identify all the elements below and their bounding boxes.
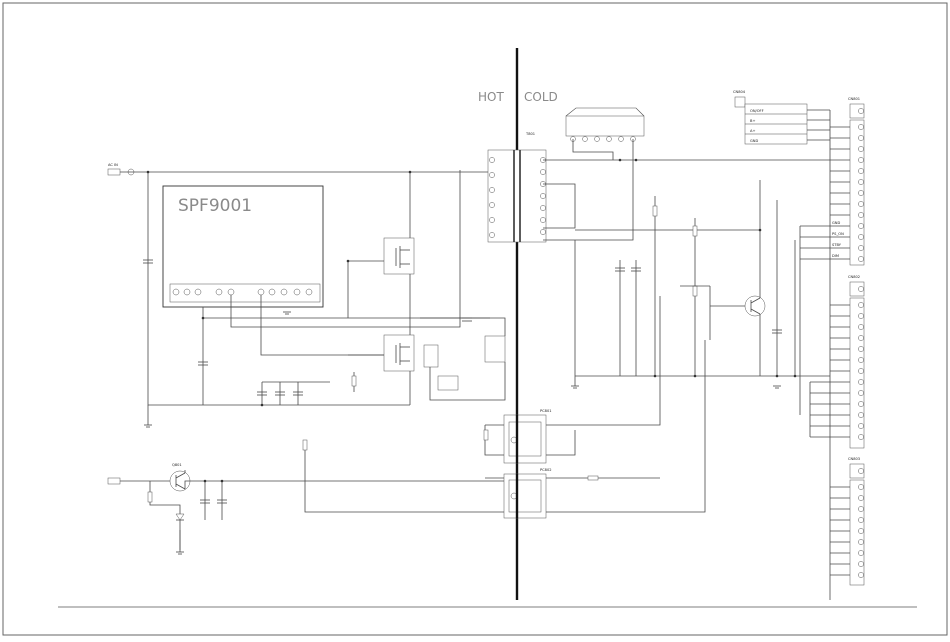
wire-hb-mid [230,170,461,328]
wire-q801-out [184,480,504,489]
input-vcc [107,477,121,485]
svg-text:PC801: PC801 [540,409,552,413]
svg-text:Q801: Q801 [172,463,182,467]
svg-text:CN803: CN803 [848,457,860,461]
secondary-header [565,107,645,142]
ground-symbols [144,311,781,555]
junction-dots [146,158,797,483]
wire-res-loop [429,362,506,401]
optocoupler-pc802: PC802 [503,468,552,519]
transformer-main: T801 [487,132,547,243]
svg-text:B+: B+ [750,119,755,123]
wire-pc2-fb [546,340,706,513]
connector-cn804: CN804 ON/OFF B+ A+ GND [733,90,808,145]
ic-pin-strip [169,283,321,303]
resistor-gate [351,375,357,387]
wire-hdr-a [572,139,614,160]
cap-bank-hot [257,382,303,405]
net-stby: STBY [832,243,842,247]
connector-stubs [800,110,850,600]
svg-text:A+: A+ [750,129,755,133]
net-dim: DIM [832,254,839,258]
svg-text:CN802: CN802 [848,275,860,279]
svg-text:CN804: CN804 [733,90,746,94]
net-gnd2: GND [832,221,840,225]
mosfet-upper [383,237,415,275]
net-ps-on: PS_ON [832,232,844,236]
ic-spf9001-label: SPF9001 [178,196,252,216]
svg-text:GND: GND [750,139,758,143]
svg-text:ON/OFF: ON/OFF [750,109,764,113]
wire-sec-rail-2 [575,180,761,231]
wire-res-top [420,317,506,336]
ic-pins [172,288,313,296]
ac-input: AC IN [107,163,135,176]
svg-text:CN801: CN801 [848,97,860,101]
wire-q801-bias [149,481,181,550]
cold-label: COLD [524,90,558,104]
svg-text:AC IN: AC IN [108,163,118,167]
wire-hdr-b [543,139,634,241]
connector-pins [858,108,864,578]
transistor-q801: Q801 [169,463,191,492]
wire-lo-drive [260,295,384,356]
svg-text:PC802: PC802 [540,468,552,472]
wire-sec-bridge [543,183,576,229]
mosfet-lower [383,334,415,372]
svg-text:T801: T801 [525,132,535,136]
zener-zd801 [175,513,185,521]
wire-pc1-gnd [546,430,576,456]
transistor-q803 [744,295,766,317]
wire-standby-loop [304,440,504,513]
resonant-section [423,317,506,391]
optocoupler-pc801: PC801 [503,409,552,464]
wire-pc1-out [546,296,661,426]
hot-label: HOT [478,90,504,104]
